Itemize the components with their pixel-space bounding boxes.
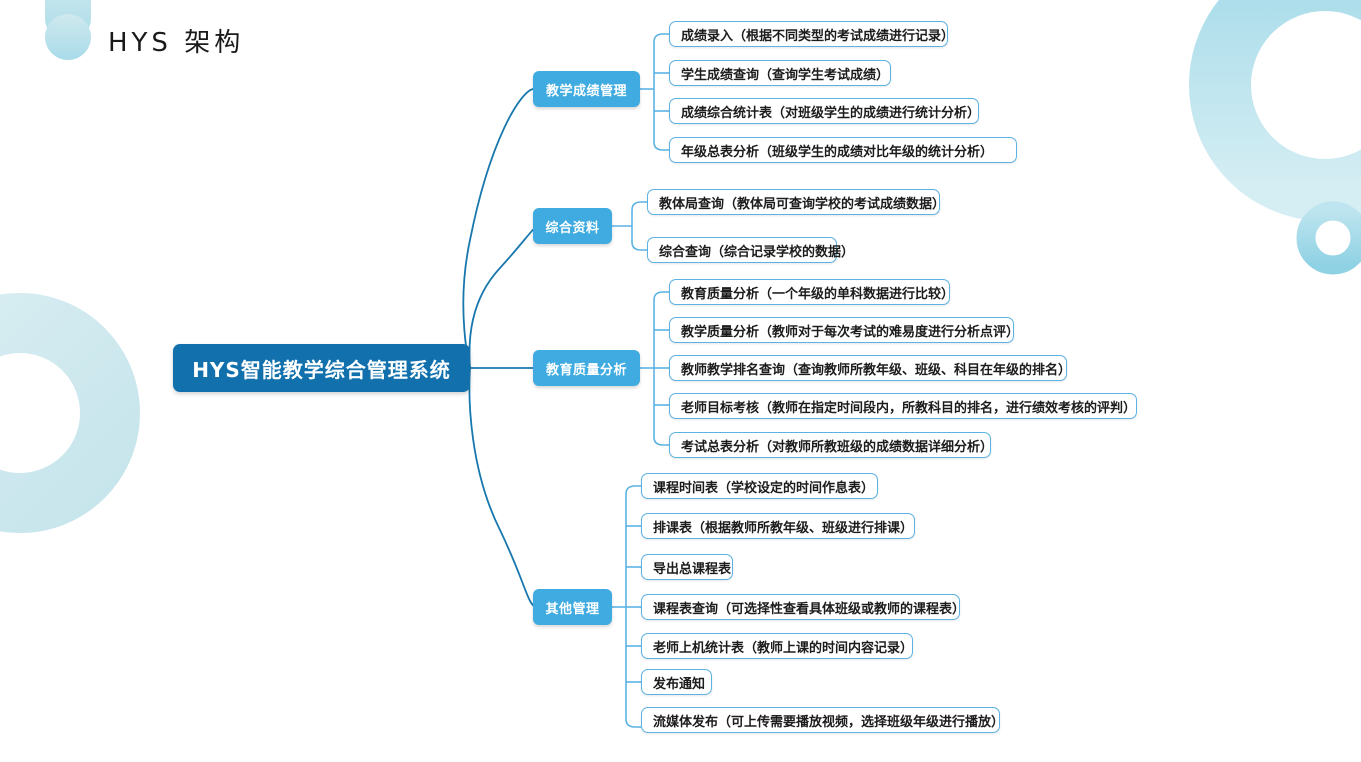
link-root-to-branch-4 xyxy=(468,367,537,608)
leaf-node[interactable]: 课程时间表（学校设定的时间作息表） xyxy=(641,473,878,499)
bracket-branch-3-arm-5 xyxy=(653,436,669,446)
leaf-label: 教师教学排名查询（查询教师所教年级、班级、科目在年级的排名） xyxy=(681,362,1072,378)
link-root-to-branch-1 xyxy=(462,88,534,369)
leaf-label: 教育质量分析（一个年级的单科数据进行比较） xyxy=(681,286,955,302)
leaf-label: 排课表（根据教师所教年级、班级进行排课） xyxy=(653,520,914,536)
branch-label: 教学成绩管理 xyxy=(545,83,627,99)
bracket-branch-1-arm-1 xyxy=(653,33,669,43)
leaf-node[interactable]: 教师教学排名查询（查询教师所教年级、班级、科目在年级的排名） xyxy=(669,355,1071,381)
link-root-to-branch-2 xyxy=(468,225,538,369)
right-ring-small-icon xyxy=(1296,201,1361,275)
leaf-node[interactable]: 学生成绩查询（查询学生考试成绩） xyxy=(669,60,891,86)
leaf-label: 发布通知 xyxy=(653,676,706,692)
leaf-label: 考试总表分析（对教师所教班级的成绩数据详细分析） xyxy=(681,439,994,455)
leaf-label: 成绩录入（根据不同类型的考试成绩进行记录） xyxy=(681,28,955,44)
leaf-label: 成绩综合统计表（对班级学生的成绩进行统计分析） xyxy=(681,105,981,121)
leaf-node[interactable]: 课程表查询（可选择性查看具体班级或教师的课程表） xyxy=(641,594,965,620)
leaf-node[interactable]: 成绩综合统计表（对班级学生的成绩进行统计分析） xyxy=(669,98,981,124)
leaf-label: 课程时间表（学校设定的时间作息表） xyxy=(653,480,875,496)
bracket-branch-4-arm-7 xyxy=(625,718,641,728)
leaf-label: 学生成绩查询（查询学生考试成绩） xyxy=(681,67,890,83)
bracket-branch-2-arm-1 xyxy=(631,201,647,211)
leaf-node[interactable]: 流媒体发布（可上传需要播放视频，选择班级年级进行播放） xyxy=(641,707,1004,733)
leaf-label: 年级总表分析（班级学生的成绩对比年级的统计分析） xyxy=(681,144,994,160)
title-dot-bottom-icon xyxy=(45,14,91,60)
root-node[interactable]: HYS智能教学综合管理系统 xyxy=(173,344,470,392)
leaf-label: 流媒体发布（可上传需要播放视频，选择班级年级进行播放） xyxy=(653,714,1005,730)
leaf-node[interactable]: 教育质量分析（一个年级的单科数据进行比较） xyxy=(669,279,954,305)
branch-node-comprehensive-data[interactable]: 综合资料 xyxy=(533,208,612,244)
leaf-node[interactable]: 导出总课程表 xyxy=(641,554,733,580)
branch-label: 其他管理 xyxy=(545,601,600,617)
right-ring-large-icon xyxy=(1189,0,1361,221)
branch-label: 教育质量分析 xyxy=(545,362,627,378)
page-title: HYS 架构 xyxy=(108,28,245,58)
root-node-label: HYS智能教学综合管理系统 xyxy=(192,357,451,382)
branch-node-teaching-score-management[interactable]: 教学成绩管理 xyxy=(533,71,640,107)
leaf-label: 导出总课程表 xyxy=(653,561,732,577)
leaf-label: 课程表查询（可选择性查看具体班级或教师的课程表） xyxy=(653,601,966,617)
leaf-label: 教学质量分析（教师对于每次考试的难易度进行分析点评） xyxy=(681,324,1020,340)
branch-node-education-quality-analysis[interactable]: 教育质量分析 xyxy=(533,350,640,386)
leaf-node[interactable]: 教学质量分析（教师对于每次考试的难易度进行分析点评） xyxy=(669,317,1019,343)
bracket-branch-1-arm-4 xyxy=(653,141,669,151)
bracket-branch-2-arm-2 xyxy=(631,241,647,251)
leaf-label: 综合查询（综合记录学校的数据） xyxy=(659,244,855,260)
leaf-node[interactable]: 综合查询（综合记录学校的数据） xyxy=(647,237,854,263)
bracket-branch-3-arm-1 xyxy=(653,291,669,301)
bracket-branch-4-arm-1 xyxy=(625,485,641,495)
leaf-label: 老师目标考核（教师在指定时间段内，所教科目的排名，进行绩效考核的评判） xyxy=(681,400,1137,416)
branch-label: 综合资料 xyxy=(545,220,600,236)
leaf-node[interactable]: 老师上机统计表（教师上课的时间内容记录） xyxy=(641,633,913,659)
branch-node-other-management[interactable]: 其他管理 xyxy=(533,589,612,625)
leaf-node[interactable]: 年级总表分析（班级学生的成绩对比年级的统计分析） xyxy=(669,137,1017,163)
leaf-node[interactable]: 老师目标考核（教师在指定时间段内，所教科目的排名，进行绩效考核的评判） xyxy=(669,393,1137,419)
leaf-node[interactable]: 排课表（根据教师所教年级、班级进行排课） xyxy=(641,513,915,539)
leaf-label: 教体局查询（教体局可查询学校的考试成绩数据） xyxy=(659,196,946,212)
leaf-label: 老师上机统计表（教师上课的时间内容记录） xyxy=(653,640,914,656)
leaf-node[interactable]: 成绩录入（根据不同类型的考试成绩进行记录） xyxy=(669,21,954,47)
leaf-node[interactable]: 发布通知 xyxy=(641,669,712,695)
leaf-node[interactable]: 教体局查询（教体局可查询学校的考试成绩数据） xyxy=(647,189,945,215)
left-ring-icon xyxy=(0,293,140,533)
leaf-node[interactable]: 考试总表分析（对教师所教班级的成绩数据详细分析） xyxy=(669,432,994,458)
